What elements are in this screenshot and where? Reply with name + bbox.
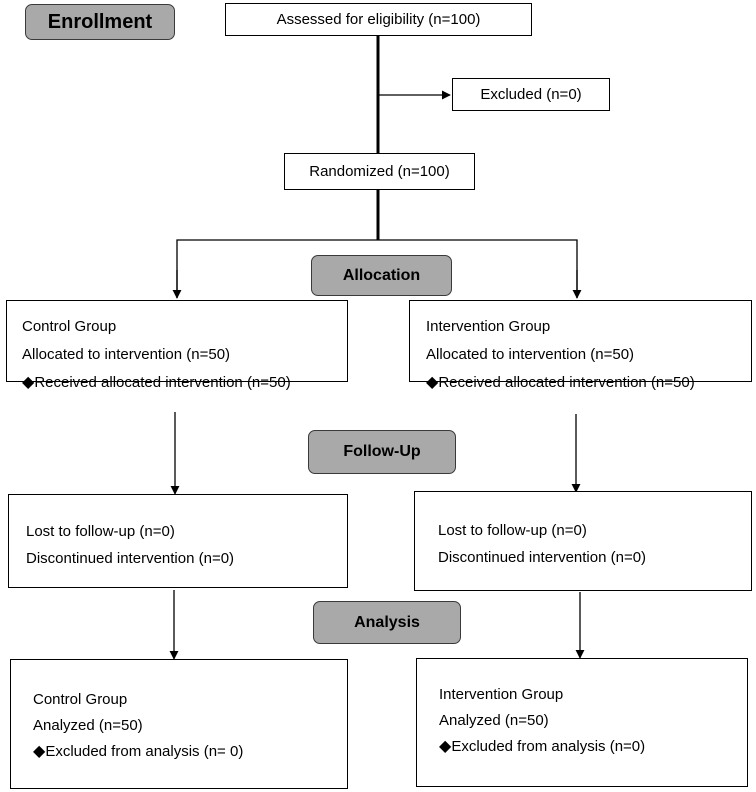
diamond-icon: ◆: [22, 374, 35, 391]
intervention-excluded-analysis-text: Excluded from analysis (n=0): [451, 738, 646, 755]
intervention-received-text: Received allocated intervention (n=50): [438, 374, 695, 391]
diamond-icon: ◆: [426, 374, 439, 391]
intervention-discontinued-text: Discontinued intervention (n=0): [438, 549, 647, 566]
control-lost-text: Lost to follow-up (n=0): [26, 523, 175, 540]
intervention-excluded-item: ◆Excluded from analysis (n=0): [439, 734, 747, 760]
control-allocation-box: Control Group Allocated to intervention …: [6, 300, 348, 391]
diamond-icon: ◆: [33, 743, 46, 760]
assessed-text: Assessed for eligibility (n=100): [276, 10, 481, 28]
intervention-analyzed-text: Analyzed (n=50): [439, 712, 549, 729]
split-line: [176, 239, 578, 298]
randomized-box: Randomized (n=100): [284, 153, 475, 190]
intervention-allocated-text: Allocated to intervention (n=50): [426, 346, 635, 363]
intervention-analysis-box: Intervention Group Analyzed (n=50) ◆Excl…: [416, 658, 748, 787]
intervention-lost-text: Lost to follow-up (n=0): [438, 522, 587, 539]
stage-followup: Follow-Up: [308, 430, 456, 474]
intervention-followup-box: Lost to follow-up (n=0) Discontinued int…: [414, 491, 752, 591]
intervention-allocation-box: Intervention Group Allocated to interven…: [409, 300, 752, 391]
control-received-text: Received allocated intervention (n=50): [34, 374, 291, 391]
diamond-icon: ◆: [439, 738, 452, 755]
control-excluded-analysis-text: Excluded from analysis (n= 0): [45, 743, 244, 760]
control-analysis-title: Control Group: [33, 691, 128, 708]
control-received-item: ◆Received allocated intervention (n=50): [22, 369, 347, 397]
randomized-text: Randomized (n=100): [309, 162, 450, 180]
intervention-allocation-title: Intervention Group: [426, 318, 551, 335]
stage-enrollment: Enrollment: [25, 4, 175, 40]
control-allocation-title: Control Group: [22, 318, 117, 335]
control-discontinued-text: Discontinued intervention (n=0): [26, 550, 235, 567]
assessed-box: Assessed for eligibility (n=100): [225, 3, 532, 36]
control-analysis-box: Control Group Analyzed (n=50) ◆Excluded …: [10, 659, 348, 789]
intervention-received-item: ◆Received allocated intervention (n=50): [426, 369, 751, 397]
intervention-analysis-title: Intervention Group: [439, 686, 564, 703]
stage-analysis: Analysis: [313, 601, 461, 644]
excluded-text: Excluded (n=0): [480, 85, 582, 103]
control-allocated-text: Allocated to intervention (n=50): [22, 346, 231, 363]
control-analyzed-text: Analyzed (n=50): [33, 717, 143, 734]
excluded-box: Excluded (n=0): [452, 78, 610, 111]
control-excluded-item: ◆Excluded from analysis (n= 0): [33, 739, 347, 765]
stage-allocation: Allocation: [311, 255, 452, 296]
control-followup-box: Lost to follow-up (n=0) Discontinued int…: [8, 494, 348, 588]
